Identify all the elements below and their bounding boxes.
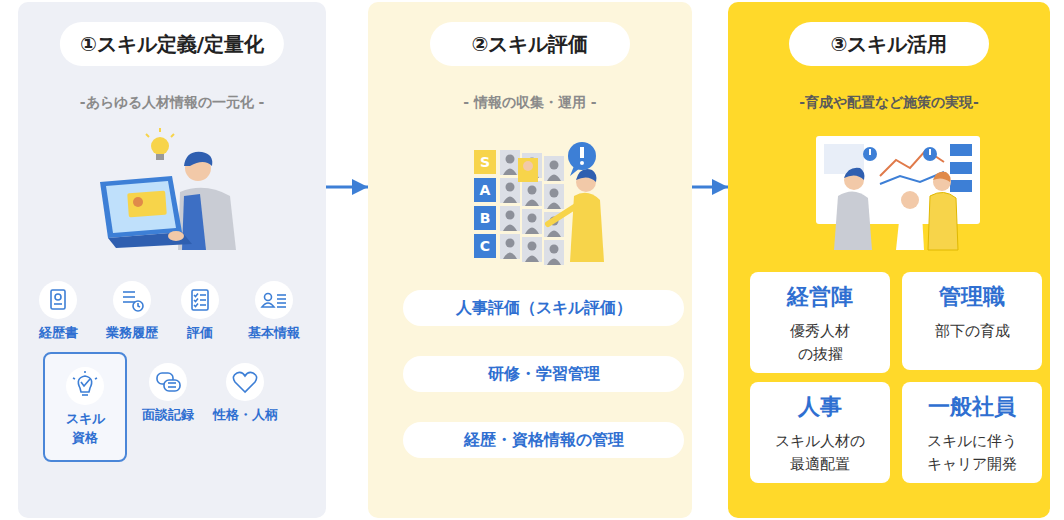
profile-card — [500, 234, 520, 259]
info-icon-symbol — [254, 280, 294, 320]
function-label: 経歴・資格情報の管理 — [403, 422, 684, 458]
info-icon: 性格・人柄 — [202, 362, 288, 432]
step-panel: ③スキル活用-育成や配置など施策の実現-経営陣優秀人材 の抜擢管理職部下の育成人… — [728, 2, 1050, 518]
role-purpose: 優秀人材 の抜擢 — [787, 320, 853, 365]
profile-card — [500, 206, 520, 231]
meeting-illustration — [816, 136, 980, 250]
function-label: 人事評価（スキル評価） — [403, 290, 684, 326]
icon-label: 業務履歴 — [106, 324, 158, 343]
role-box: 人事スキル人材の 最適配置 — [750, 382, 890, 483]
icon-label: 性格・人柄 — [213, 406, 278, 425]
role-title: 一般社員 — [902, 392, 1042, 422]
role-title: 経営陣 — [750, 282, 890, 312]
info-icon-symbol — [65, 366, 105, 406]
step-panel: ①スキル定義/定量化 -あらゆる人材情報の一元化 - 経歴書 業務履歴 評価 基本情報スキ… — [18, 2, 326, 518]
info-icon-symbol — [148, 362, 188, 402]
step-panel: ②スキル評価 - 情報の収集・運用 - 人事評価（スキル評価） 研修・学習管理経歴・資… — [368, 2, 692, 518]
flow-arrow — [326, 186, 368, 189]
role-box: 一般社員スキルに伴う キャリア開発 — [902, 382, 1042, 483]
info-icon-symbol — [180, 280, 220, 320]
profile-card — [522, 209, 542, 234]
role-box: 管理職部下の育成 — [902, 272, 1042, 370]
icon-label: 経歴書 — [39, 324, 78, 343]
info-icon-symbol — [112, 280, 152, 320]
flow-arrow — [692, 186, 728, 189]
profile-card — [544, 184, 564, 209]
info-icon-symbol — [38, 280, 78, 320]
profile-card — [544, 156, 564, 181]
role-purpose: スキルに伴う キャリア開発 — [924, 430, 1020, 475]
role-title: 管理職 — [902, 282, 1042, 312]
info-icon-symbol — [225, 362, 265, 402]
icon-label: 基本情報 — [248, 324, 300, 343]
step-subtitle: - 情報の収集・運用 - — [368, 94, 692, 112]
step-title: ③スキル活用 — [789, 22, 989, 66]
role-box: 経営陣優秀人材 の抜擢 — [750, 272, 890, 373]
rank-letter: C — [474, 235, 496, 257]
role-purpose: 部下の育成 — [932, 320, 1013, 343]
rank-letter: S — [474, 151, 496, 173]
step-title: ①スキル定義/定量化 — [60, 22, 284, 66]
function-pill: 経歴・資格情報の管理 — [403, 422, 684, 458]
profile-card — [522, 181, 542, 206]
profile-card — [500, 150, 520, 175]
profile-card — [544, 212, 564, 237]
profile-card — [500, 178, 520, 203]
function-label: 研修・学習管理 — [403, 356, 684, 392]
info-icon: 面談記録 — [130, 362, 206, 432]
step-subtitle: -育成や配置など施策の実現- — [728, 94, 1050, 112]
rank-letter: A — [474, 179, 496, 201]
rating-grid-illustration — [474, 142, 604, 265]
profile-card — [544, 240, 564, 265]
step-subtitle: -あらゆる人材情報の一元化 - — [18, 94, 326, 112]
profile-card — [522, 237, 542, 262]
icon-label: 面談記録 — [142, 406, 194, 425]
step-title: ②スキル評価 — [430, 22, 630, 66]
info-icon: 基本情報 — [234, 280, 314, 350]
info-icon: 経歴書 — [20, 280, 96, 350]
icon-label: スキル 資格 — [63, 410, 107, 448]
person-laptop-illustration — [100, 128, 236, 250]
role-title: 人事 — [750, 392, 890, 422]
role-purpose: スキル人材の 最適配置 — [772, 430, 868, 475]
profile-card — [522, 153, 542, 178]
info-icon: 評価 — [162, 280, 238, 350]
info-icon: スキル 資格 — [43, 352, 127, 462]
function-pill: 人事評価（スキル評価） — [403, 290, 684, 326]
info-icon: 業務履歴 — [94, 280, 170, 350]
function-pill: 研修・学習管理 — [403, 356, 684, 392]
icon-label: 評価 — [187, 324, 213, 343]
rank-letter: B — [474, 207, 496, 229]
